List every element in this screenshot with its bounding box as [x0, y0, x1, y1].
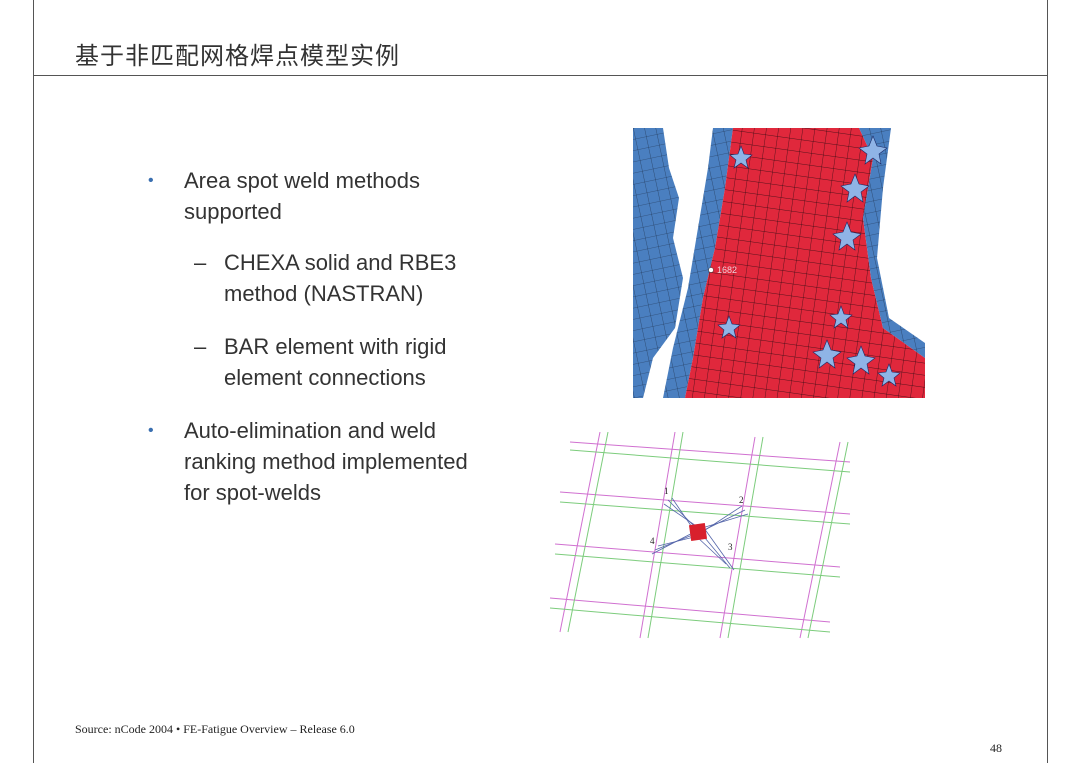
node-marker — [708, 267, 714, 273]
bullet-item: • Auto-elimination and weld ranking meth… — [148, 415, 588, 508]
fe-mesh-figure: 1682 — [633, 128, 925, 398]
bullet-line: Area spot weld methods — [184, 168, 421, 193]
node-label-1: 1 — [664, 486, 669, 496]
green-grid — [549, 432, 851, 639]
dash-icon: – — [194, 334, 207, 359]
sub-bullet-line: method (NASTRAN) — [224, 281, 424, 306]
mesh-hole — [677, 234, 685, 242]
dash-icon: – — [194, 250, 207, 275]
bullet-line: for spot-welds — [184, 480, 321, 505]
sub-bullet-line: CHEXA solid and RBE3 — [224, 250, 457, 275]
node-label: 1682 — [717, 265, 737, 275]
node-label-4: 4 — [650, 536, 655, 546]
bullet-line: Auto-elimination and weld — [184, 418, 436, 443]
slide-title: 基于非匹配网格焊点模型实例 — [75, 42, 400, 70]
bullet-list: • Area spot weld methods supported – CHE… — [148, 165, 588, 528]
sub-bullet-item: – BAR element with rigid element connect… — [148, 331, 588, 393]
spot-weld-diagram: 1 2 3 4 — [540, 432, 860, 640]
bullet-icon: • — [148, 422, 154, 439]
source-note: Source: nCode 2004 • FE-Fatigue Overview… — [75, 722, 355, 736]
weld-element — [688, 522, 708, 542]
sub-bullet-line: BAR element with rigid — [224, 334, 447, 359]
title-divider — [33, 75, 1048, 76]
weld-star-markers — [717, 135, 901, 387]
node-label-2: 2 — [739, 495, 744, 505]
sub-bullet-item: – CHEXA solid and RBE3 method (NASTRAN) — [148, 247, 588, 309]
bullet-line: ranking method implemented — [184, 449, 468, 474]
bullet-icon: • — [148, 172, 154, 189]
bullet-line: supported — [184, 199, 282, 224]
sub-bullet-line: element connections — [224, 365, 426, 390]
magenta-grid — [549, 432, 851, 639]
slide-frame — [33, 0, 1048, 763]
bullet-item: • Area spot weld methods supported — [148, 165, 588, 227]
page-number: 48 — [990, 741, 1002, 755]
node-label-3: 3 — [728, 542, 733, 552]
